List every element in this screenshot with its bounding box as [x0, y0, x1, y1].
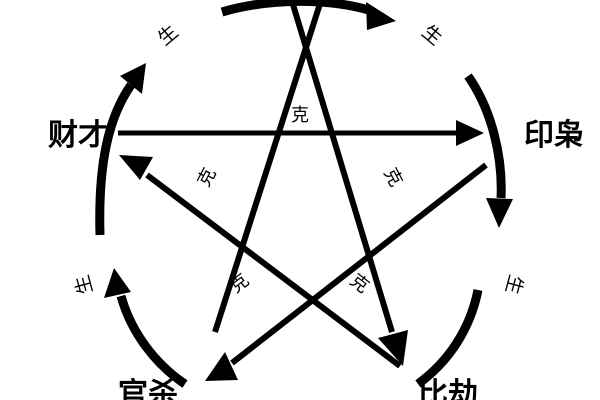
- arrowhead-topapex-bottomright: [378, 330, 408, 366]
- overcoming-edge-bottomright-to-left: [119, 155, 402, 369]
- arc-path-top: [220, 0, 374, 17]
- generating-label-right-bottom: 生: [501, 273, 527, 297]
- edge-line-bottomright-left: [145, 172, 402, 369]
- generating-arc-right-to-bottom: [415, 289, 483, 388]
- overcoming-label-topleft-botright: 克: [379, 165, 406, 191]
- arc-path-bottom-left: [116, 294, 188, 388]
- arc-path-left-top: [95, 82, 135, 236]
- generating-arc-left-to-top: [95, 63, 146, 236]
- node-label-bottom-left: 官杀: [118, 377, 178, 400]
- overcoming-pentagram-group: [118, 0, 488, 381]
- overcoming-edge-left-to-right: [118, 120, 484, 146]
- overcoming-edge-right-to-bottomleft: [205, 162, 488, 381]
- arrowhead-bottom-left: [104, 268, 131, 298]
- edge-line-topapex-bottomleft: [212, 0, 325, 333]
- overcoming-label-topright-botleft: 克: [194, 165, 221, 191]
- generating-label-top-right: 生: [418, 21, 447, 50]
- generating-arc-top-to-right: [464, 73, 513, 228]
- overcoming-edge-topapex-to-bottomleft: [212, 0, 325, 333]
- arc-path-top-right: [464, 73, 506, 199]
- arrowhead-bottomright-left: [119, 155, 153, 180]
- generating-arc-top: [220, 0, 396, 30]
- arrowhead-left-right: [456, 120, 484, 146]
- generating-arc-bottom-to-left: [104, 268, 188, 388]
- arrowhead-top: [366, 2, 396, 30]
- generating-label-left-top: 生: [154, 21, 183, 50]
- edge-line-right-bottomleft: [230, 162, 488, 366]
- arrowhead-right-bottomleft: [205, 352, 238, 381]
- overcoming-label-left-right: 克: [291, 105, 309, 126]
- arc-path-right-bottom: [415, 289, 483, 388]
- generating-arc-group: [95, 0, 513, 388]
- generating-label-bottom-left: 生: [71, 273, 97, 297]
- node-label-bottom-right: 比劫: [418, 377, 478, 400]
- arrowhead-top-right: [486, 198, 513, 228]
- arrowhead-left-top: [120, 63, 146, 94]
- node-label-right: 印枭: [524, 118, 584, 153]
- node-labels: 财才 印枭 比劫 官杀: [48, 118, 584, 400]
- node-label-left: 财才: [48, 118, 108, 153]
